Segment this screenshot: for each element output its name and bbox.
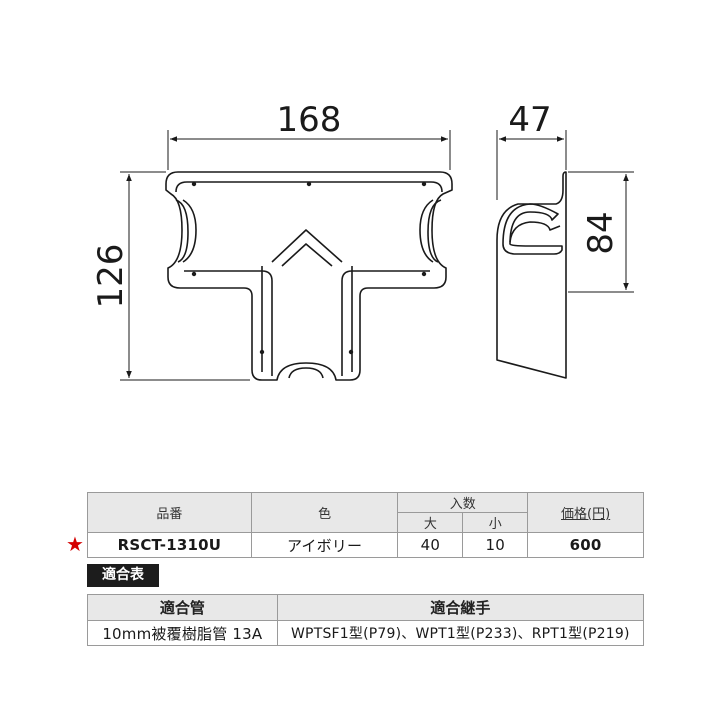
compat-table-label: 適合表 (87, 564, 159, 587)
product-table: 品番 色 入数 価格(円) 大 小 RSCT-1310U アイボリー 40 10… (87, 492, 644, 558)
dimension-lines (120, 130, 634, 381)
screw-holes (191, 181, 427, 355)
header-part-no: 品番 (87, 492, 252, 533)
cell-large: 40 (397, 532, 464, 558)
header-quantity: 入数 (397, 492, 529, 513)
cell-small: 10 (462, 532, 529, 558)
side-view (496, 171, 567, 379)
cell-compat-fitting: WPTSF1型(P79)、WPT1型(P233)、RPT1型(P219) (276, 620, 645, 646)
dim-height-126: 126 (91, 244, 131, 309)
compat-table: 適合管 適合継手 10mm被覆樹脂管 13A WPTSF1型(P79)、WPT1… (87, 594, 645, 646)
header-compat-fitting: 適合継手 (276, 594, 645, 621)
table-row: RSCT-1310U アイボリー 40 10 600 (87, 532, 644, 558)
dim-depth-47: 47 (508, 100, 551, 140)
cell-part-no: RSCT-1310U (87, 532, 252, 558)
recommend-star-icon: ★ (66, 532, 84, 556)
header-compat-pipe: 適合管 (87, 594, 278, 621)
dim-width-168: 168 (277, 100, 342, 140)
dim-side-height-84: 84 (581, 211, 621, 254)
side-outline (496, 171, 567, 379)
header-color: 色 (250, 492, 399, 533)
header-small: 小 (462, 512, 529, 533)
technical-drawing: 168 126 47 84 (91, 100, 634, 381)
cell-color: アイボリー (250, 532, 399, 558)
cell-price: 600 (527, 532, 644, 558)
cell-compat-pipe: 10mm被覆樹脂管 13A (87, 620, 278, 646)
header-price: 価格(円) (527, 492, 644, 533)
front-outline (165, 171, 453, 381)
header-large: 大 (397, 512, 464, 533)
front-view (165, 171, 453, 381)
table-row: 10mm被覆樹脂管 13A WPTSF1型(P79)、WPT1型(P233)、R… (87, 620, 645, 646)
